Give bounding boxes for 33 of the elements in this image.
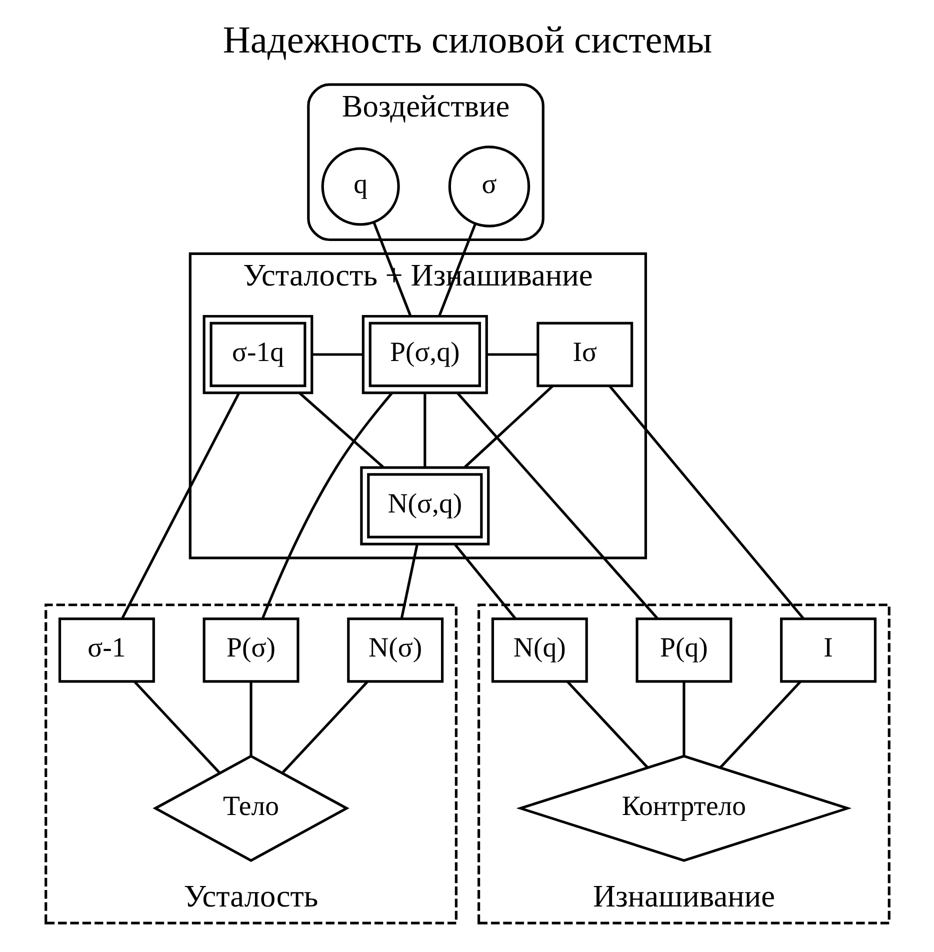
node-circle: q bbox=[320, 147, 400, 226]
connector bbox=[133, 680, 220, 774]
connector bbox=[312, 353, 362, 356]
node-diamond: Тело bbox=[152, 754, 349, 862]
node-box: Iσ bbox=[536, 322, 633, 388]
node-box: I bbox=[780, 617, 876, 683]
connector bbox=[719, 680, 801, 768]
connector bbox=[298, 392, 384, 468]
node-box: N(σ) bbox=[346, 617, 444, 683]
node-box: P(q) bbox=[635, 617, 732, 683]
connector bbox=[280, 680, 368, 774]
node-diamond: Контртело bbox=[516, 754, 852, 862]
node-box: N(σ,q) bbox=[360, 466, 490, 546]
connector bbox=[456, 392, 658, 620]
connector bbox=[423, 392, 426, 468]
connector bbox=[463, 385, 553, 468]
connector bbox=[486, 353, 537, 356]
connector bbox=[454, 544, 516, 620]
node-box: P(σ) bbox=[202, 617, 299, 683]
node-circle: σ bbox=[448, 146, 530, 228]
connector bbox=[566, 680, 648, 768]
node-box: P(σ,q) bbox=[361, 314, 488, 394]
diagram-title: Надежность силовой системы bbox=[222, 20, 712, 62]
connector bbox=[400, 544, 418, 619]
node-box: σ-1 bbox=[58, 617, 154, 683]
connector bbox=[372, 222, 412, 316]
connector bbox=[249, 682, 252, 756]
connector bbox=[260, 392, 392, 619]
connector bbox=[608, 385, 804, 620]
node-box: N(q) bbox=[490, 617, 588, 683]
connector bbox=[682, 682, 685, 756]
node-box: σ-1q bbox=[202, 314, 313, 394]
connector bbox=[120, 392, 240, 620]
